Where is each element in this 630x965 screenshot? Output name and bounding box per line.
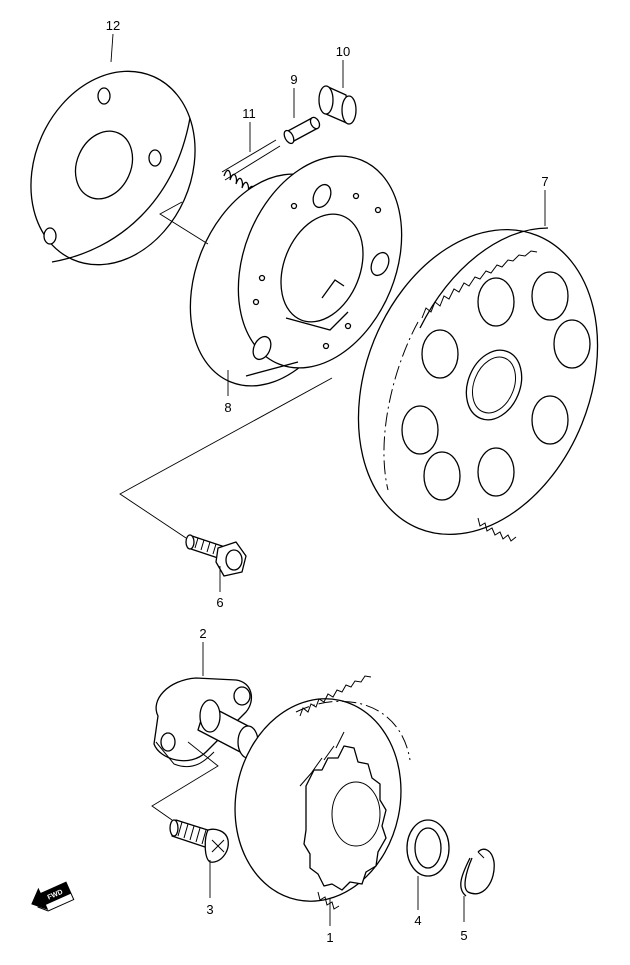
part-4-washer [406,819,450,877]
part-9-pin [283,116,321,145]
part-1-driven-gear [234,675,411,910]
callout-9: 9 [290,72,297,87]
part-8-clutch-body [189,155,403,387]
callout-10: 10 [336,44,350,59]
callouts: 1 2 3 4 5 6 7 8 9 10 11 12 [106,18,549,945]
part-2-shaft-holder [153,677,259,768]
callout-6: 6 [216,595,223,610]
callout-12: 12 [106,18,120,33]
fwd-arrow-icon: FWD [31,881,75,912]
callout-5: 5 [460,928,467,943]
callout-3: 3 [206,902,213,917]
part-6-bolt [185,534,247,577]
callout-8: 8 [224,400,231,415]
callout-1: 1 [326,930,333,945]
part-10-cap [318,85,357,125]
callout-4: 4 [414,913,421,928]
callout-7: 7 [541,174,548,189]
part-5-circlip [460,848,495,897]
leader-lines [110,33,546,926]
callout-11: 11 [242,106,256,121]
callout-2: 2 [199,626,206,641]
assembly-lines [119,201,333,821]
part-12-plate [30,70,196,266]
part-3-screw [169,819,229,863]
part-7-starter-gear [357,227,599,542]
